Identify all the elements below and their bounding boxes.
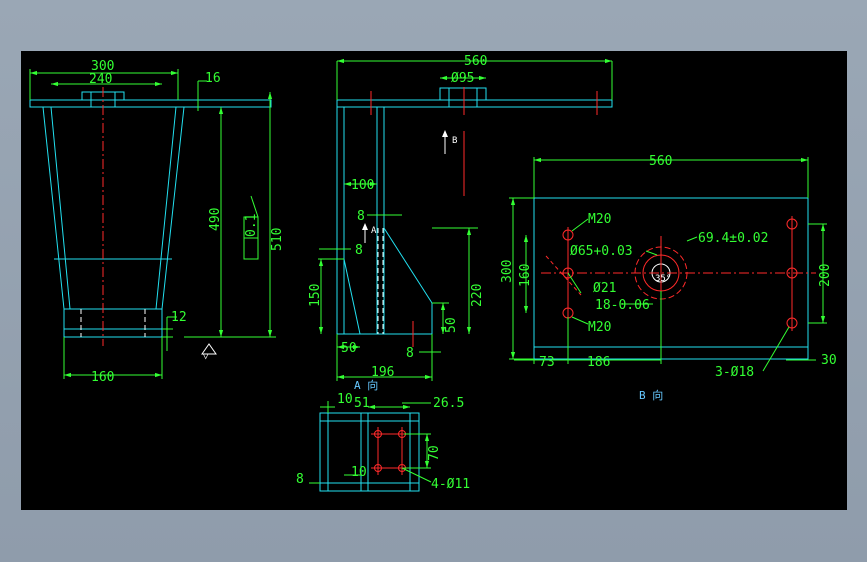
view-b-title: B 向: [639, 388, 663, 402]
dim-side-220: 220: [470, 284, 485, 307]
dim-view-a-26-5: 26.5: [433, 396, 464, 411]
dim-side-8-bottom: 8: [406, 346, 414, 361]
dim-side-100: 100: [351, 178, 374, 193]
dim-view-a-holes: 4-Ø11: [431, 477, 470, 492]
svg-text:▽: ▽: [203, 352, 209, 362]
side-view: 560 Ø95 100 8 8 150 220 50 50 8 196 B A: [308, 54, 613, 381]
dim-front-490: 490: [208, 208, 223, 231]
dim-side-560: 560: [464, 54, 487, 69]
dim-view-b-560: 560: [649, 154, 672, 169]
dim-side-web-top: 8: [357, 209, 365, 224]
front-view: 300 240 16 490 510 0.1 12 160 ▽: [29, 59, 285, 385]
drawing-canvas[interactable]: 300 240 16 490 510 0.1 12 160 ▽: [21, 51, 847, 510]
dim-view-b-keyway: 18-0.06: [595, 298, 650, 313]
dim-view-b-side-holes: 3-Ø18: [715, 365, 754, 380]
dim-view-b-73: 73: [539, 355, 555, 370]
dim-view-b-30: 30: [821, 353, 837, 368]
dim-view-b-angle: 35°: [655, 274, 671, 284]
cad-drawing: 300 240 16 490 510 0.1 12 160 ▽: [29, 54, 837, 492]
dim-view-b-tap-bottom: M20: [588, 320, 611, 335]
dim-front-510: 510: [270, 228, 285, 251]
front-foot: [63, 328, 163, 338]
dim-side-150: 150: [308, 284, 323, 307]
dim-view-a-8: 8: [296, 472, 304, 487]
flatness-value: 0.1: [244, 214, 259, 237]
datum-symbol: [201, 343, 217, 355]
dim-front-12: 12: [171, 310, 187, 325]
dim-view-b-bore-dia: 69.4±0.02: [698, 231, 768, 246]
dim-side-bore: Ø95: [451, 71, 474, 86]
dim-front-240: 240: [89, 72, 112, 87]
dim-view-b-tap-top: M20: [588, 212, 611, 227]
view-a-title: A 向: [354, 378, 378, 392]
dim-front-16: 16: [205, 71, 221, 86]
dim-side-50-right: 50: [444, 317, 459, 333]
dim-view-a-51: 51: [354, 396, 370, 411]
view-b: B 向 560 300 160 M20 Ø65+0.03: [500, 154, 837, 402]
dim-view-b-center-bore: Ø65+0.03: [570, 244, 633, 259]
view-b-plate: [533, 197, 809, 360]
dim-side-196: 196: [371, 365, 394, 380]
view-arrow-a: A: [371, 226, 377, 236]
view-arrow-b: B: [452, 136, 457, 146]
view-a-plate: [319, 412, 420, 492]
dim-view-b-186: 186: [587, 355, 610, 370]
dim-view-b-200: 200: [818, 264, 833, 287]
dim-side-50-left: 50: [341, 341, 357, 356]
dim-side-web-left: 8: [355, 243, 363, 258]
view-a: A 向 10 51 26.5 70 10 8 4-Ø11: [296, 378, 470, 492]
dim-front-160: 160: [91, 370, 114, 385]
dim-view-b-300: 300: [500, 260, 515, 283]
dim-view-b-hole-21: Ø21: [593, 281, 616, 296]
dim-view-b-160: 160: [518, 264, 533, 287]
side-top-plate: [336, 99, 613, 108]
side-hub: [439, 87, 487, 101]
front-top-plate: [29, 99, 272, 108]
dim-view-a-70: 70: [427, 445, 442, 461]
dim-front-300: 300: [91, 59, 114, 74]
dim-view-a-10-bottom: 10: [351, 465, 367, 480]
dim-view-a-10-top: 10: [337, 392, 353, 407]
